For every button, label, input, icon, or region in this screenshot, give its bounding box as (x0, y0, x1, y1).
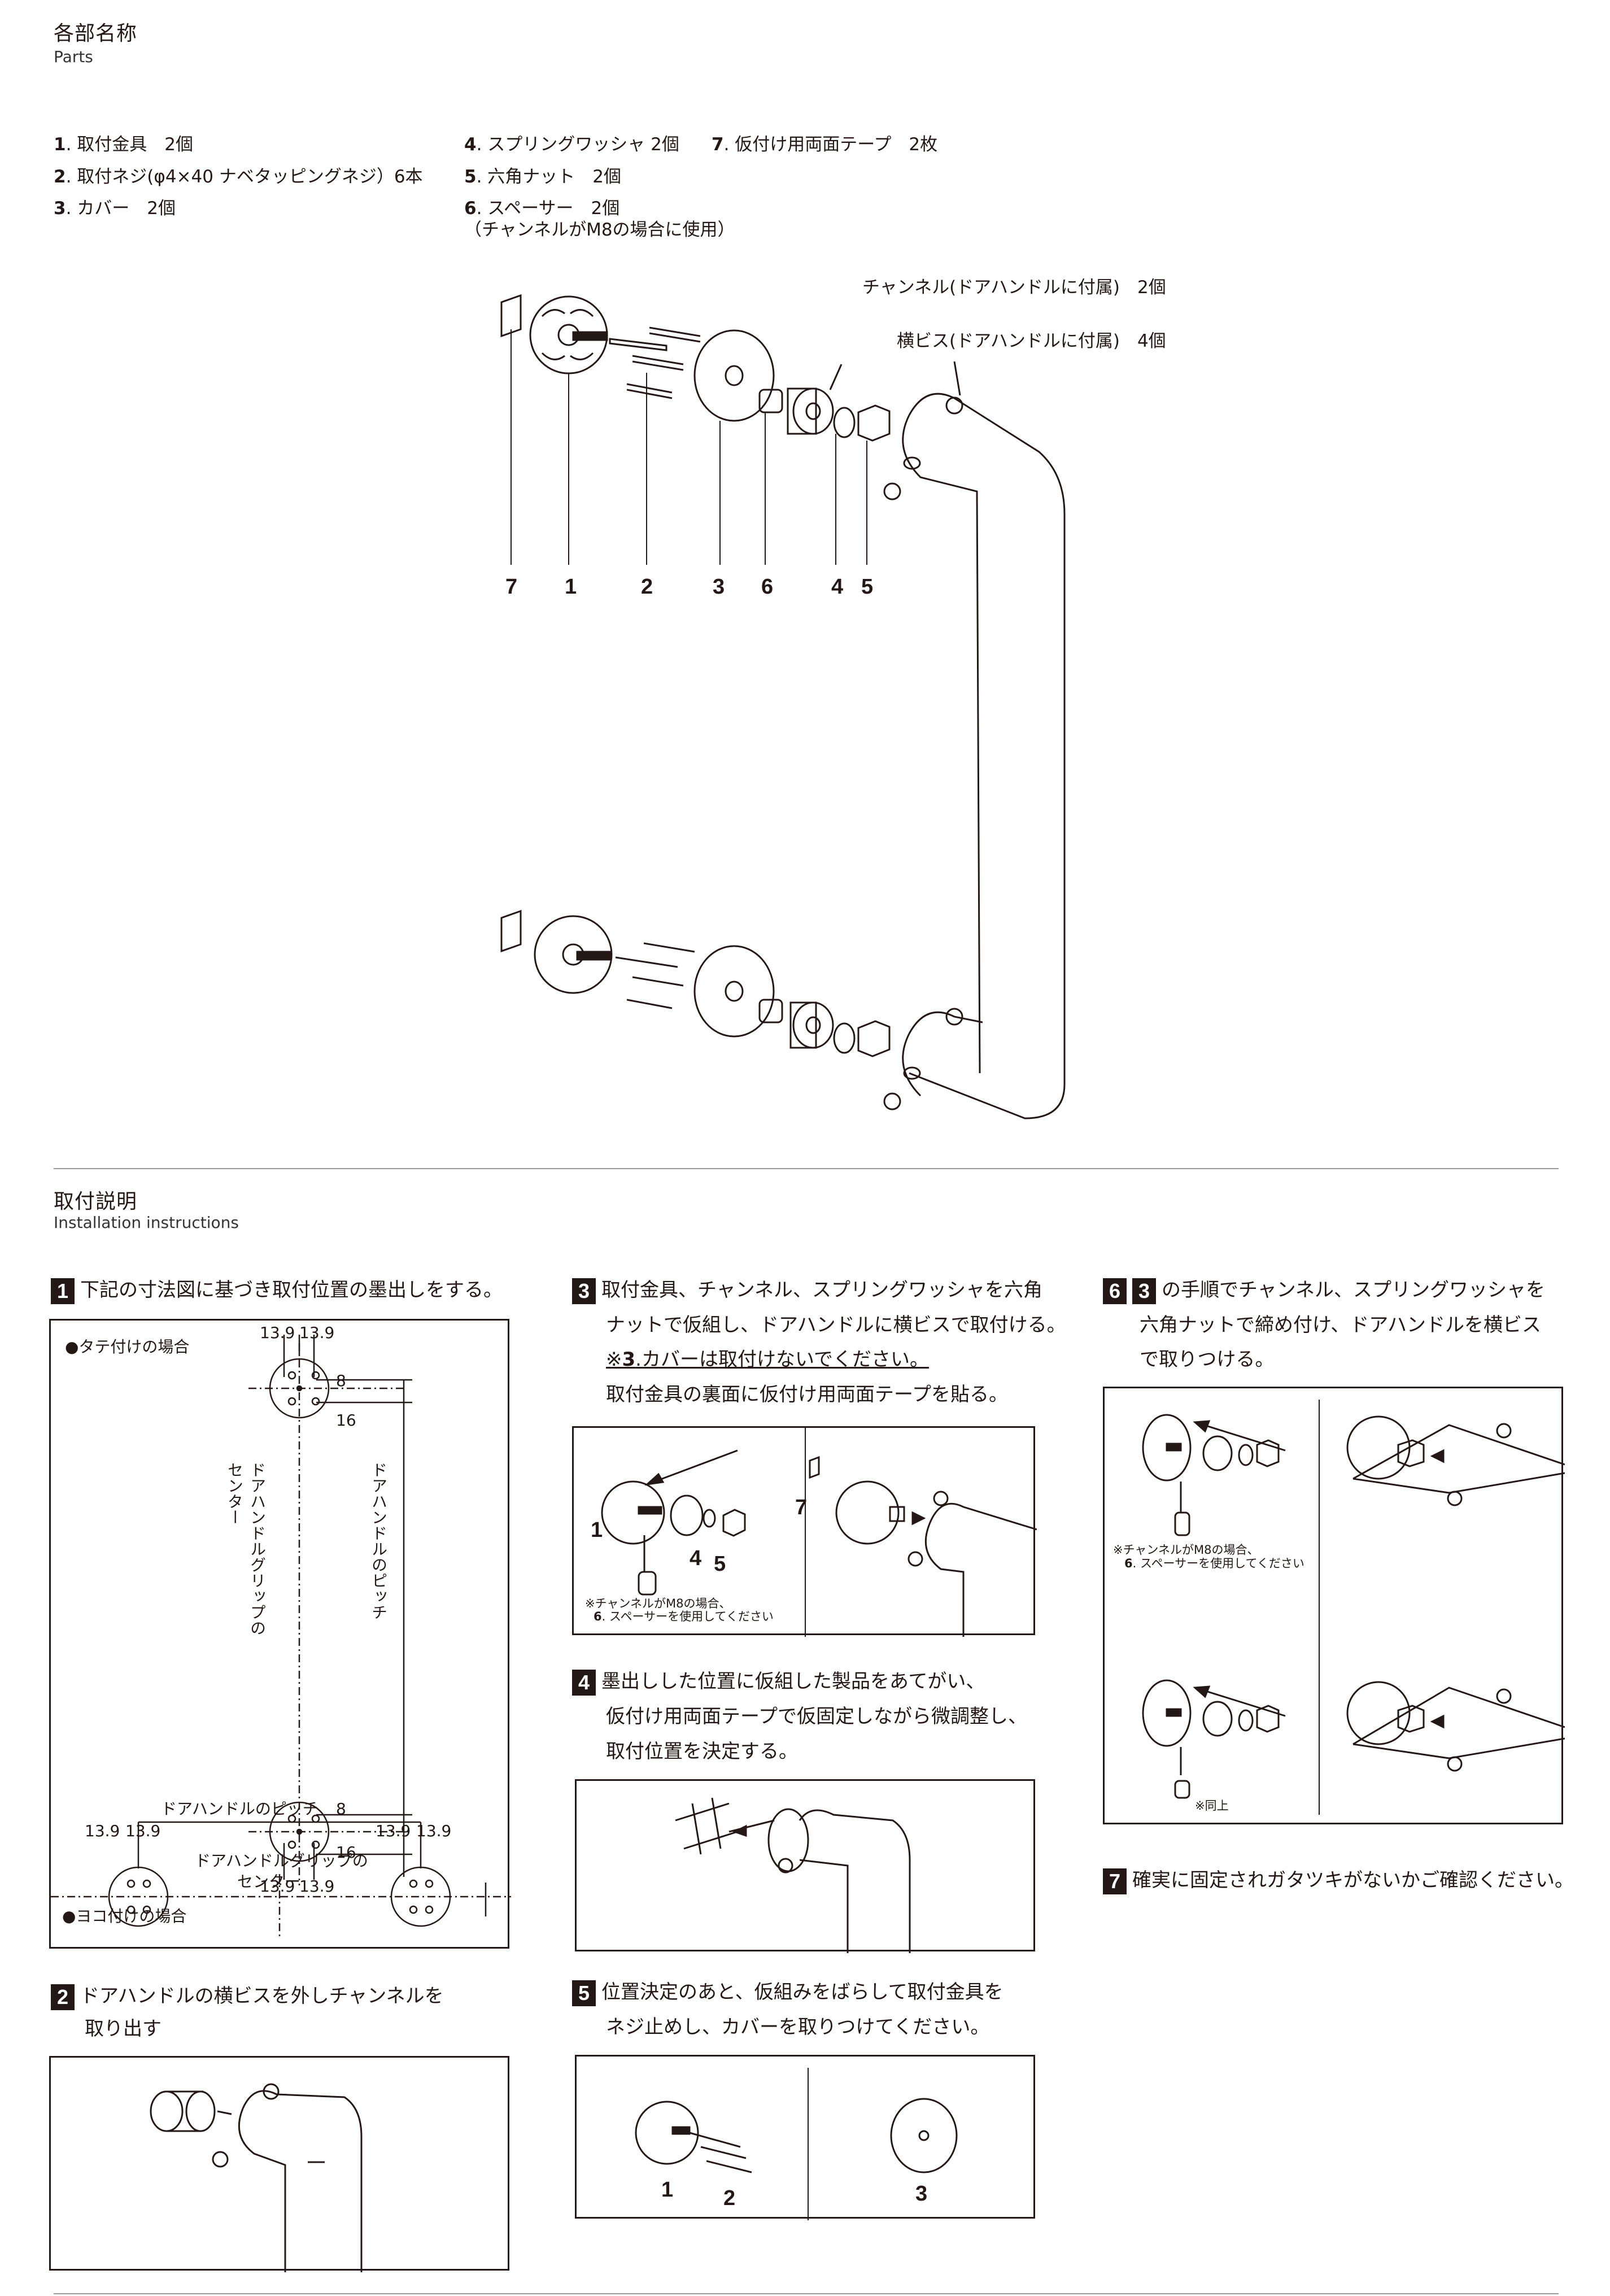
screw-icon (609, 338, 684, 371)
step-3-m8-note-1: ※チャンネルがM8の場合、 (585, 1597, 731, 1610)
grip-center-label: ドアハンドルグリップのセンター (225, 1462, 267, 1636)
vertical-case-title: ●タテ付けの場合 (65, 1337, 190, 1356)
step-5-label-1: 1 (661, 2178, 674, 2202)
step-4-figure (575, 1779, 1035, 1953)
step-6-same-note: ※同上 (1195, 1799, 1229, 1813)
diagram-number-4: 4 (831, 575, 844, 599)
part-item-7: 7. 仮付け用両面テープ 2枚 (712, 134, 938, 155)
step-6-line2: 六角ナットで締め付け、ドアハンドルを横ビス (1140, 1314, 1541, 1336)
part-item-4: 4. スプリングワッシャ 2個 (464, 134, 679, 155)
install-subtitle: Installation instructions (54, 1213, 239, 1232)
section-divider (54, 1168, 1559, 1169)
step-3-label-4: 4 (690, 1546, 702, 1570)
diagram-number-3: 3 (713, 575, 725, 599)
nut-icon (857, 404, 891, 442)
dim-13-9-a: 13.9 (260, 1323, 295, 1342)
dimension-figure: ●タテ付けの場合 13.9 13.9 8 16 ドアハンドルグリップのセンター … (49, 1319, 511, 1949)
bottom-divider (54, 2293, 1559, 2294)
diagram-number-1: 1 (565, 575, 577, 599)
part-item-3: 3. カバー 2個 (54, 198, 176, 219)
spacer-note: （チャンネルがM8の場合に使用） (464, 220, 735, 240)
part-item-2: 2. 取付ネジ(φ4×40 ナベタッピングネジ）6本 (54, 167, 423, 187)
step-4-line2: 仮付け用両面テープで仮固定しながら微調整し、 (606, 1705, 1027, 1728)
exploded-parts-diagram (500, 294, 1066, 1119)
dim-13-9-d: 13.9 (299, 1877, 335, 1896)
step-3-m8-note-2: 6. スペーサーを使用してください (594, 1610, 774, 1623)
step-6-badge: 6 (1103, 1278, 1127, 1304)
dim-13-9-b: 13.9 (299, 1323, 335, 1342)
step-2-line2: 取り出す (85, 2018, 162, 2040)
step-3-label-1: 1 (591, 1518, 603, 1542)
step-5-label-3: 3 (915, 2182, 928, 2206)
step-6-ref-badge: 3 (1132, 1278, 1156, 1304)
step-3-label-5: 5 (714, 1552, 726, 1576)
diagram-number-5: 5 (861, 575, 874, 599)
diagram-number-7: 7 (505, 575, 518, 599)
step-3-warning: ※3.カバーは取付けないでください。 (606, 1348, 929, 1371)
step-5-badge: 5 (572, 1980, 596, 2006)
callout-channel: チャンネル(ドアハンドルに付属) 2個 (862, 277, 1166, 298)
step-4-line3: 取付位置を決定する。 (606, 1740, 798, 1763)
cover-icon (693, 329, 775, 422)
horizontal-case-title: ●ヨコ付けの場合 (62, 1907, 187, 1925)
dim-8-a: 8 (336, 1371, 346, 1390)
step-7-badge: 7 (1103, 1868, 1127, 1894)
install-title: 取付説明 (54, 1190, 138, 1213)
diagram-number-6: 6 (761, 575, 774, 599)
step-6-figure: ※チャンネルがM8の場合、 6. スペーサーを使用してください ※同上 (1103, 1387, 1565, 1824)
tape-icon (500, 294, 522, 338)
dim-13-9-g: 13.9 (376, 1822, 411, 1840)
step-3-line4: 取付金具の裏面に仮付け用両面テープを貼る。 (606, 1383, 1008, 1406)
callout-side-screw: 横ビス(ドアハンドルに付属) 4個 (897, 331, 1166, 351)
step-6-line3: で取りつける。 (1140, 1348, 1275, 1371)
step-1-badge: 1 (51, 1278, 75, 1304)
grip-center-label-h1: ドアハンドルグリップの (195, 1851, 368, 1870)
step-3-line2: ナットで仮組し、ドアハンドルに横ビスで取付ける。 (606, 1314, 1066, 1336)
part-item-6: 6. スペーサー 2個 (464, 198, 620, 219)
step-2-badge: 2 (51, 1984, 75, 2010)
step-3-badge: 3 (572, 1278, 596, 1304)
diagram-number-2: 2 (641, 575, 653, 599)
dim-16-b: 16 (336, 1843, 356, 1862)
step-6-m8-note-2: 6. スペーサーを使用してください (1124, 1557, 1304, 1570)
step-5-line2: ネジ止めし、カバーを取りつけてください。 (606, 2016, 990, 2038)
dim-16-a: 16 (336, 1411, 356, 1430)
step-5-label-2: 2 (723, 2186, 736, 2210)
dim-8-b: 8 (336, 1800, 346, 1818)
dim-13-9-e: 13.9 (85, 1822, 120, 1840)
side-screw-icon (945, 397, 963, 415)
pitch-label-horizontal: ドアハンドルのピッチ (161, 1800, 318, 1818)
parts-subtitle: Parts (54, 47, 93, 66)
step-5-figure: 1 2 3 (575, 2055, 1035, 2220)
step-3-label-7: 7 (795, 1496, 808, 1519)
step-3-figure: 1 4 5 7 ※チャンネルがM8の場合、 6. スペーサーを使用してください (572, 1426, 1037, 1637)
pitch-label-vertical: ドアハンドルのピッチ (369, 1462, 388, 1620)
step-4-badge: 4 (572, 1669, 596, 1696)
grip-center-label-h2: センター (237, 1872, 301, 1891)
dim-13-9-f: 13.9 (125, 1822, 161, 1840)
parts-title: 各部名称 (54, 22, 138, 45)
dim-13-9-h: 13.9 (416, 1822, 452, 1840)
part-item-5: 5. 六角ナット 2個 (464, 167, 622, 187)
step-6-m8-note-1: ※チャンネルがM8の場合、 (1113, 1543, 1259, 1557)
part-item-1: 1. 取付金具 2個 (54, 134, 194, 155)
door-handle-icon (908, 393, 1066, 1119)
step-2-figure (49, 2056, 509, 2272)
dim-13-9-c: 13.9 (260, 1877, 295, 1896)
